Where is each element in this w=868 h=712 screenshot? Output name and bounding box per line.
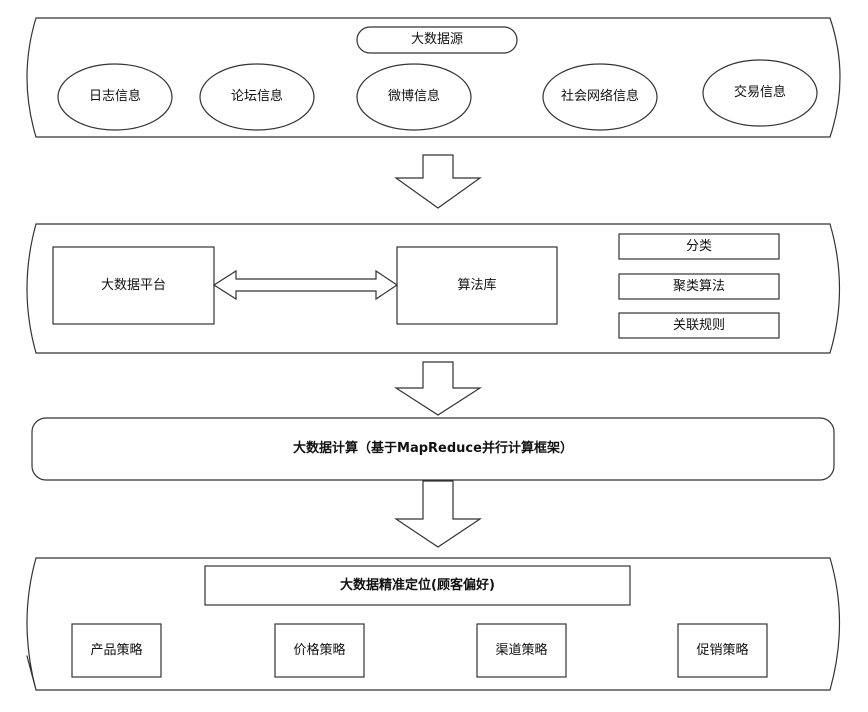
down-arrow-3 <box>394 480 482 548</box>
algo-association-rules: 关联规则 <box>672 317 725 333</box>
algo-classification: 分类 <box>685 238 712 254</box>
strategy-promotion: 促销策略 <box>696 642 749 658</box>
strategy-box-4 <box>677 623 768 678</box>
algorithm-library-box <box>396 246 558 325</box>
source-ellipse-3 <box>356 63 472 131</box>
source-ellipse-2 <box>199 63 315 131</box>
targeting-title: 大数据精准定位(顾客偏好) <box>340 577 495 593</box>
strategy-box-2 <box>274 623 365 678</box>
source-ellipse-1 <box>57 63 173 131</box>
platform-label: 大数据平台 <box>100 277 166 293</box>
bidirectional-arrow <box>212 269 399 301</box>
source-item-weibo: 微博信息 <box>387 89 440 104</box>
down-arrow-1 <box>394 154 482 209</box>
source-ellipse-4 <box>542 63 658 131</box>
source-item-social-network: 社会网络信息 <box>560 89 639 104</box>
targeting-title-box <box>204 565 631 606</box>
strategy-box-3 <box>476 623 567 678</box>
source-title-box <box>356 26 518 54</box>
strategy-product: 产品策略 <box>90 642 143 658</box>
compute-label: 大数据计算（基于MapReduce并行计算框架） <box>293 441 573 456</box>
algorithm-library-label: 算法库 <box>457 277 497 293</box>
source-item-forum: 论坛信息 <box>230 89 283 104</box>
algo-clustering: 聚类算法 <box>672 278 725 294</box>
source-title: 大数据源 <box>410 32 463 47</box>
strategy-channel: 渠道策略 <box>495 642 548 658</box>
algo-box-1 <box>618 233 780 260</box>
source-ellipse-5 <box>702 59 818 127</box>
algo-box-2 <box>618 273 780 300</box>
strategy-price: 价格策略 <box>293 642 346 658</box>
down-arrow-2 <box>393 361 483 416</box>
platform-box <box>52 246 215 325</box>
compute-band <box>31 417 835 481</box>
source-item-transaction: 交易信息 <box>733 85 786 100</box>
source-item-log: 日志信息 <box>88 89 141 104</box>
strategy-box-1 <box>71 623 162 678</box>
algo-box-3 <box>618 312 780 339</box>
